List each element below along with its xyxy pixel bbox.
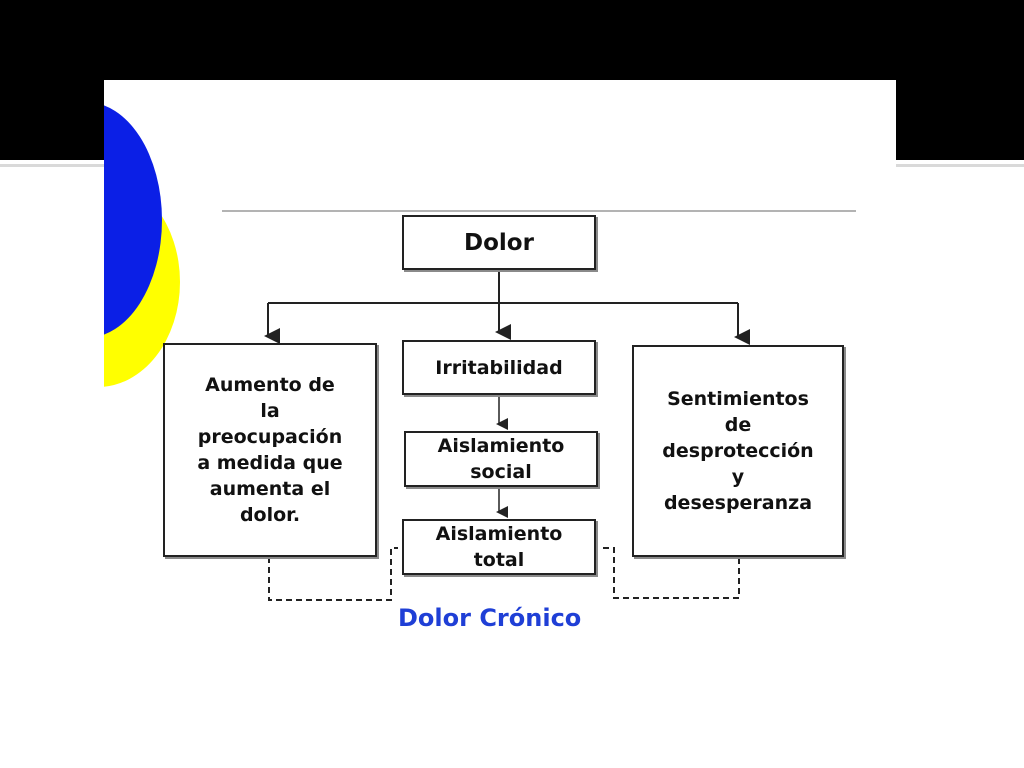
root-box: Dolor [402, 215, 596, 270]
dashed-feedback-left [268, 547, 398, 601]
worry-increase-box: Aumento de la preocupación a medida que … [163, 343, 377, 557]
irritability-box: Irritabilidad [402, 340, 596, 395]
dashed-feedback-right [602, 547, 740, 599]
diagram-caption: Dolor Crónico [398, 604, 582, 632]
social-isolation-box: Aislamiento social [404, 431, 598, 487]
helplessness-box: Sentimientos de desprotección y desesper… [632, 345, 844, 557]
blue-circle [104, 105, 162, 335]
total-isolation-box: Aislamiento total [402, 519, 596, 575]
